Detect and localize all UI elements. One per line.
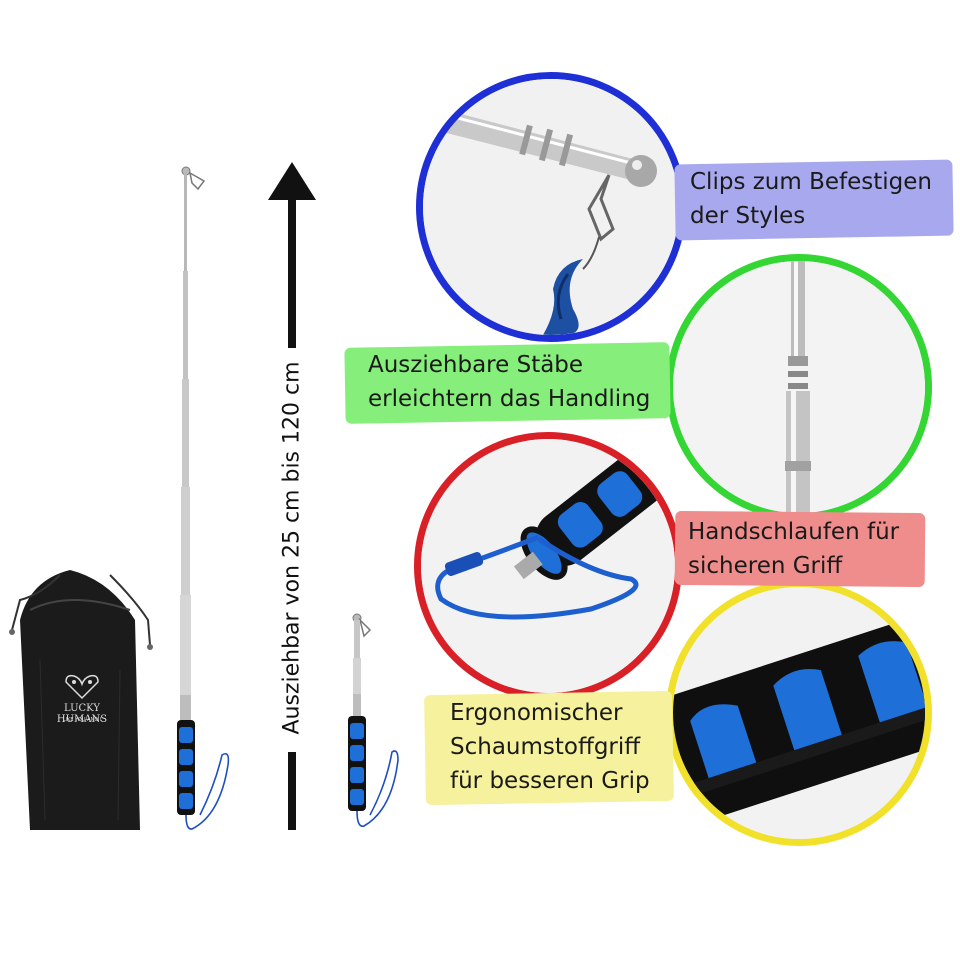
grip-caption: Ergonomischer Schaumstoffgriff für besse… — [450, 696, 650, 798]
drawstring-bag — [0, 560, 160, 840]
wrist-caption-line-1: Handschlaufen für — [688, 519, 900, 545]
extension-arrow — [266, 160, 318, 840]
wrist-caption-line-2: sicheren Griff — [688, 553, 843, 579]
extendable-caption: Ausziehbare Stäbe erleichtern das Handli… — [368, 348, 650, 416]
extendable-caption-line-1: Ausziehbare Stäbe — [368, 352, 584, 378]
clips-caption-line-1: Clips zum Befestigen — [690, 169, 932, 195]
collapsed-pole — [340, 610, 410, 840]
bag-logo-icon — [58, 672, 106, 700]
grip-caption-line-2: Schaumstoffgriff — [450, 734, 641, 760]
extended-pole — [170, 165, 240, 845]
bag-tagline: LIKE YOU AND I — [62, 717, 102, 723]
wrist-strap-detail-circle — [414, 432, 682, 700]
extendable-caption-line-2: erleichtern das Handling — [368, 386, 651, 412]
grip-caption-line-1: Ergonomischer — [450, 700, 623, 726]
extendable-detail-circle — [666, 254, 932, 520]
foam-grip-detail-circle — [666, 580, 932, 846]
extension-range-label: Ausziehbar von 25 cm bis 120 cm — [279, 361, 305, 735]
bag-brand-name: LUCKY HUMANS — [56, 703, 108, 725]
grip-caption-line-3: für besseren Grip — [450, 768, 650, 794]
clip-detail-circle — [416, 72, 686, 342]
clips-caption: Clips zum Befestigen der Styles — [690, 165, 932, 233]
wrist-caption: Handschlaufen für sicheren Griff — [688, 515, 899, 583]
clips-caption-line-2: der Styles — [690, 203, 806, 229]
